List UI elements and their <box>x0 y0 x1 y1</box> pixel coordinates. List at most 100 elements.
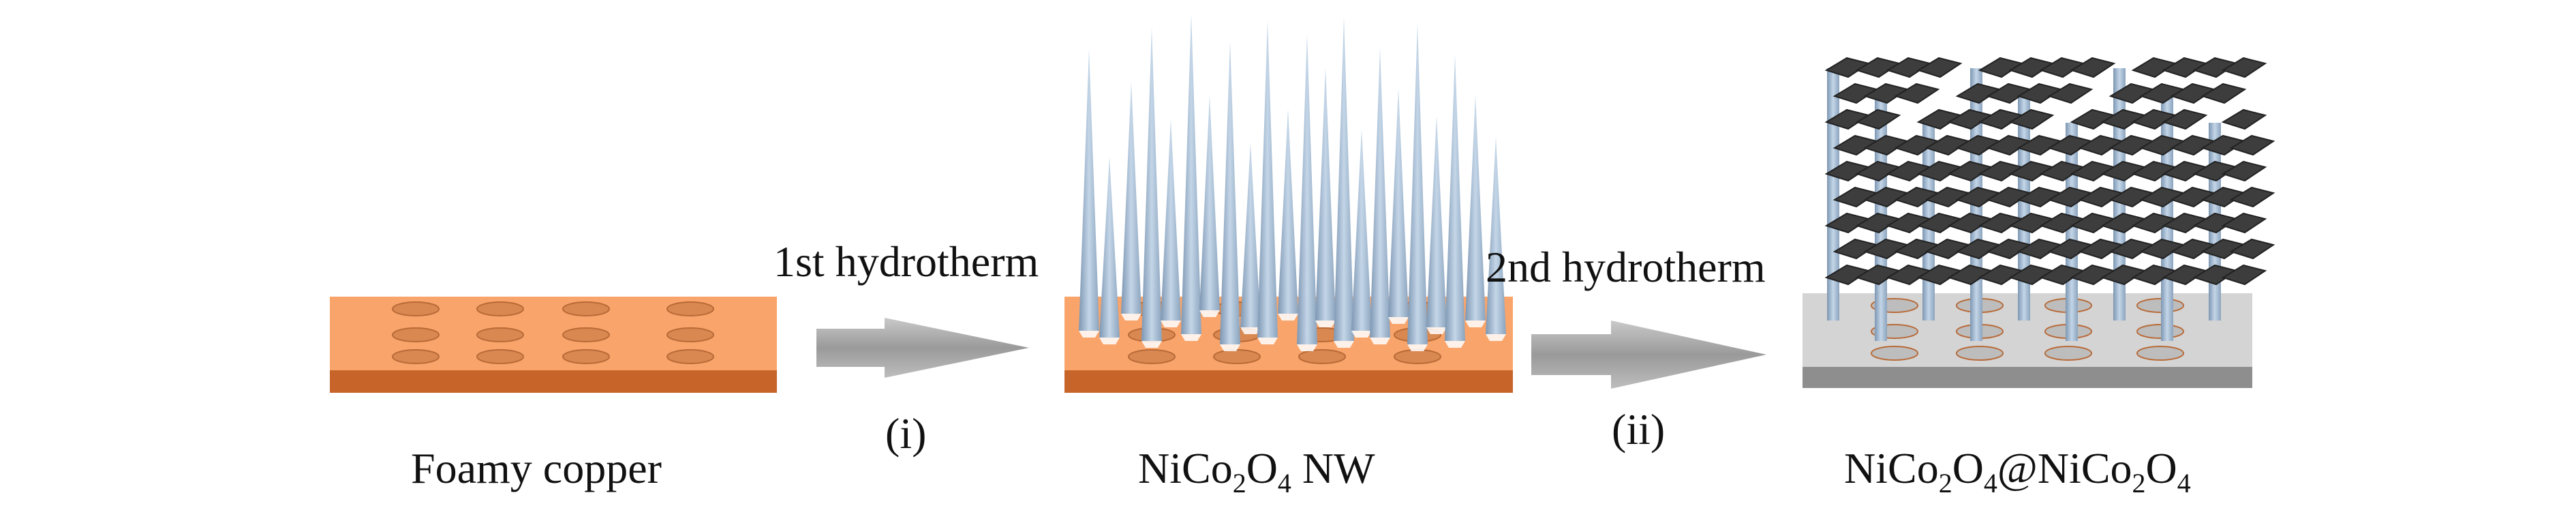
nanosheet <box>2047 83 2094 104</box>
nanowire-spike <box>1426 116 1447 327</box>
nanowire-spike <box>1079 49 1099 331</box>
nanosheet <box>2070 57 2116 78</box>
pore <box>1213 349 1261 364</box>
pore <box>666 301 714 316</box>
nanosheet <box>1894 83 1940 104</box>
pore <box>2136 298 2184 313</box>
arrow-step-2 <box>1531 321 1766 389</box>
nanowire-base <box>1278 314 1298 321</box>
nanowire-base <box>1079 331 1099 338</box>
nanowire-spike <box>1220 41 1240 344</box>
nanowire-spike <box>1486 136 1506 334</box>
pore <box>1394 349 1441 364</box>
nanowire-base <box>1351 331 1372 338</box>
pore <box>562 301 610 316</box>
nanosheet <box>2162 108 2208 130</box>
step-2-marker: (ii) <box>1612 405 1666 453</box>
step-2-process-label: 2nd hydrotherm <box>1486 243 1766 291</box>
nanowire-spike <box>1334 17 1354 341</box>
nanowire-base <box>1220 344 1240 351</box>
nanosheet <box>2221 160 2267 182</box>
nanowire-spike <box>1181 14 1201 334</box>
nanowire-spike <box>1445 55 1465 341</box>
pore <box>562 349 610 364</box>
nanowire-base <box>1257 338 1278 344</box>
pore <box>2136 324 2184 339</box>
nanowire-spike <box>1370 48 1390 338</box>
pore <box>1298 349 1346 364</box>
stage-1-label: Foamy copper <box>411 444 662 492</box>
nanowire-spike <box>1297 34 1317 344</box>
nanowire-spike <box>1121 82 1141 314</box>
nanosheet <box>2201 83 2247 104</box>
nanowire-core <box>2018 95 2030 321</box>
nanowire-base <box>1141 341 1162 348</box>
nanosheet <box>2221 264 2267 286</box>
nanowire-base <box>1199 310 1220 317</box>
pore <box>392 349 440 364</box>
nanosheet <box>2229 238 2275 260</box>
nanowire-spike <box>1407 24 1428 344</box>
pore <box>392 327 440 342</box>
nanosheet <box>2229 134 2275 156</box>
nanowire-base <box>1181 334 1201 341</box>
nanowire-base <box>1388 317 1409 324</box>
nico2o4-nanowire-array <box>1064 14 1513 393</box>
nanosheet <box>2229 186 2275 208</box>
nanowire-spike <box>1199 95 1220 310</box>
nanowire-spike <box>1465 95 1486 321</box>
pore <box>476 301 524 316</box>
nanosheet <box>1916 57 1963 78</box>
nanowire-base <box>1445 341 1465 348</box>
step-1-process-label: 1st hydrotherm <box>773 237 1039 286</box>
pore <box>1128 349 1176 364</box>
nanowire-spikes <box>1079 14 1506 351</box>
nanowire-spike <box>1141 27 1162 341</box>
nanowire-base <box>1121 314 1141 321</box>
nico2o4-core-shell-array <box>1803 57 2275 388</box>
pore <box>2044 346 2092 361</box>
nanowire-base <box>1161 321 1181 327</box>
copper-pores <box>392 301 714 364</box>
nanosheet <box>1855 108 1901 130</box>
pore <box>476 349 524 364</box>
nanowire-base <box>1297 344 1317 351</box>
nanowire-base <box>1370 338 1390 344</box>
nanowire-base <box>1099 338 1120 344</box>
nanowire-core <box>2066 123 2078 341</box>
nanosheet <box>2221 57 2267 78</box>
step-1-marker: (i) <box>885 409 927 458</box>
arrow-step-1 <box>816 318 1029 378</box>
nanosheet <box>2221 212 2267 234</box>
pore <box>666 327 714 342</box>
nanowire-base <box>1407 344 1428 351</box>
nanowire-base <box>1465 321 1486 327</box>
nanowire-spike <box>1278 109 1298 314</box>
nanowire-spike <box>1161 119 1181 321</box>
nanowire-base <box>1334 341 1354 348</box>
pore <box>666 349 714 364</box>
pore <box>1956 346 2004 361</box>
nanowire-base <box>1426 327 1447 334</box>
nanosheet <box>2221 108 2267 130</box>
nanowire-spike <box>1257 20 1278 338</box>
foamy-copper-substrate <box>330 297 777 393</box>
nanowire-base <box>1240 327 1261 334</box>
nanowire-spike <box>1351 130 1372 331</box>
nanowire-base <box>1315 321 1336 327</box>
nanowire-spike <box>1099 157 1120 338</box>
nanowire-base <box>1486 334 1506 341</box>
nanosheet-shell <box>1824 57 2275 286</box>
nanowire-spike <box>1388 89 1409 317</box>
nanowire-spike <box>1315 68 1336 321</box>
pore <box>2136 346 2184 361</box>
pore <box>392 301 440 316</box>
stage-2-label: NiCo2O4 NW <box>1138 444 1375 498</box>
pore <box>476 327 524 342</box>
pore <box>1871 346 1918 361</box>
nanosheet <box>2008 108 2055 130</box>
nanowire-spike <box>1240 143 1261 327</box>
pore <box>562 327 610 342</box>
stage-3-label: NiCo2O4@NiCo2O4 <box>1844 444 2191 498</box>
